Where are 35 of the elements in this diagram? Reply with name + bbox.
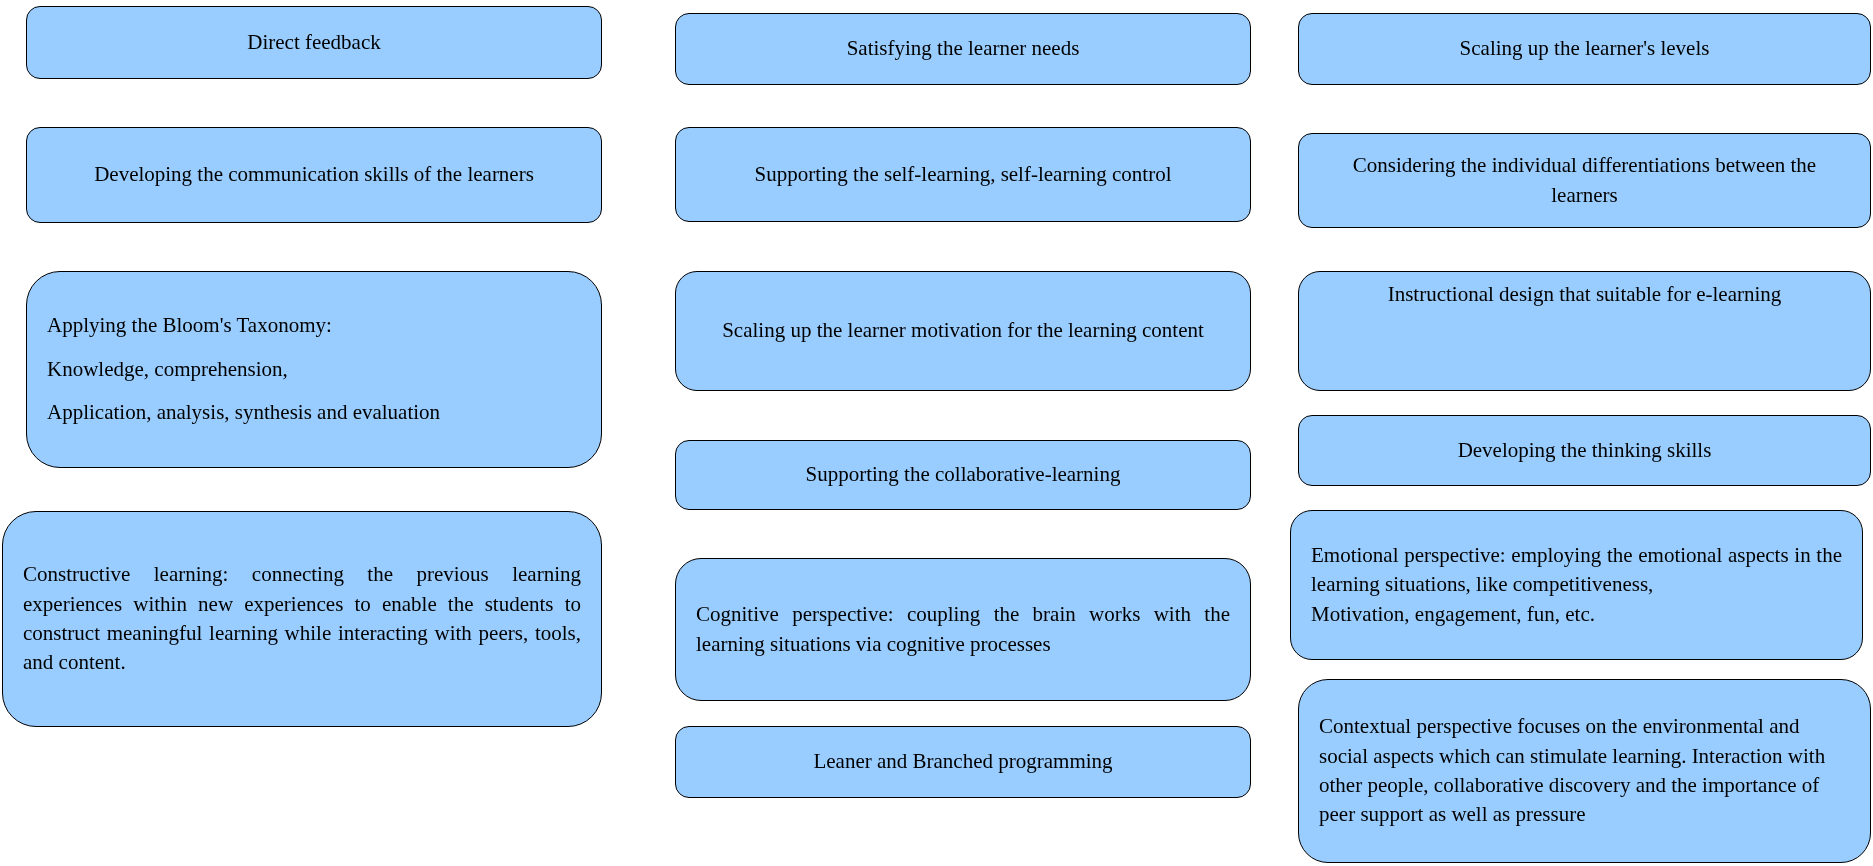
rounded-box (675, 726, 1251, 798)
box-text: Knowledge, comprehension, (47, 355, 289, 383)
box-text: Constructive learning: connecting the previous learning experiences within new experiences to enable the students to construct meaningful learning while interacting with peers, tools, and content. (23, 561, 581, 677)
box-text: Satisfying the learner needs (845, 35, 1081, 63)
rounded-box (26, 6, 602, 79)
box-text: Emotional perspective: employing the emotional aspects in the learning situations, like competitiveness, (1311, 541, 1842, 599)
box-text: Instructional design that suitable for e-learning (1386, 281, 1783, 308)
box-text: Scaling up the learner's levels (1458, 35, 1711, 63)
rounded-box (1298, 13, 1871, 85)
rounded-box (675, 558, 1251, 701)
rounded-box (675, 13, 1251, 85)
box-text: Scaling up the learner motivation for the learning content (721, 317, 1205, 345)
box-text: Motivation, engagement, fun, etc. (1311, 600, 1596, 628)
box-text: Contextual perspective focuses on the environmental and social aspects which can stimulate learning. Interaction with other people, collaborative discovery and the importance of peer support as well as pressure (1319, 713, 1827, 829)
box-text: Supporting the self-learning, self-learning control (753, 160, 1173, 188)
box-text: Considering the individual differentiations between the learners (1351, 152, 1818, 209)
box-text: Direct feedback (246, 28, 382, 56)
box-text: Applying the Bloom's Taxonomy: (47, 312, 333, 340)
rounded-box (1298, 133, 1871, 228)
rounded-box (26, 127, 602, 223)
rounded-box (1298, 415, 1871, 486)
rounded-box (2, 511, 602, 727)
rounded-box (1290, 510, 1863, 660)
rounded-box (675, 271, 1251, 391)
rounded-box (26, 271, 602, 468)
box-text: Supporting the collaborative-learning (804, 461, 1122, 489)
rounded-box (1298, 271, 1871, 391)
box-text: Cognitive perspective: coupling the brain works with the learning situations via cognitive processes (696, 601, 1230, 658)
box-text: Developing the communication skills of the learners (93, 161, 535, 189)
rounded-box (675, 127, 1251, 222)
rounded-box (675, 440, 1251, 510)
rounded-box (1298, 679, 1871, 863)
box-text: Leaner and Branched programming (812, 748, 1114, 776)
box-text: Developing the thinking skills (1456, 436, 1713, 464)
box-text: Application, analysis, synthesis and evaluation (47, 399, 442, 427)
